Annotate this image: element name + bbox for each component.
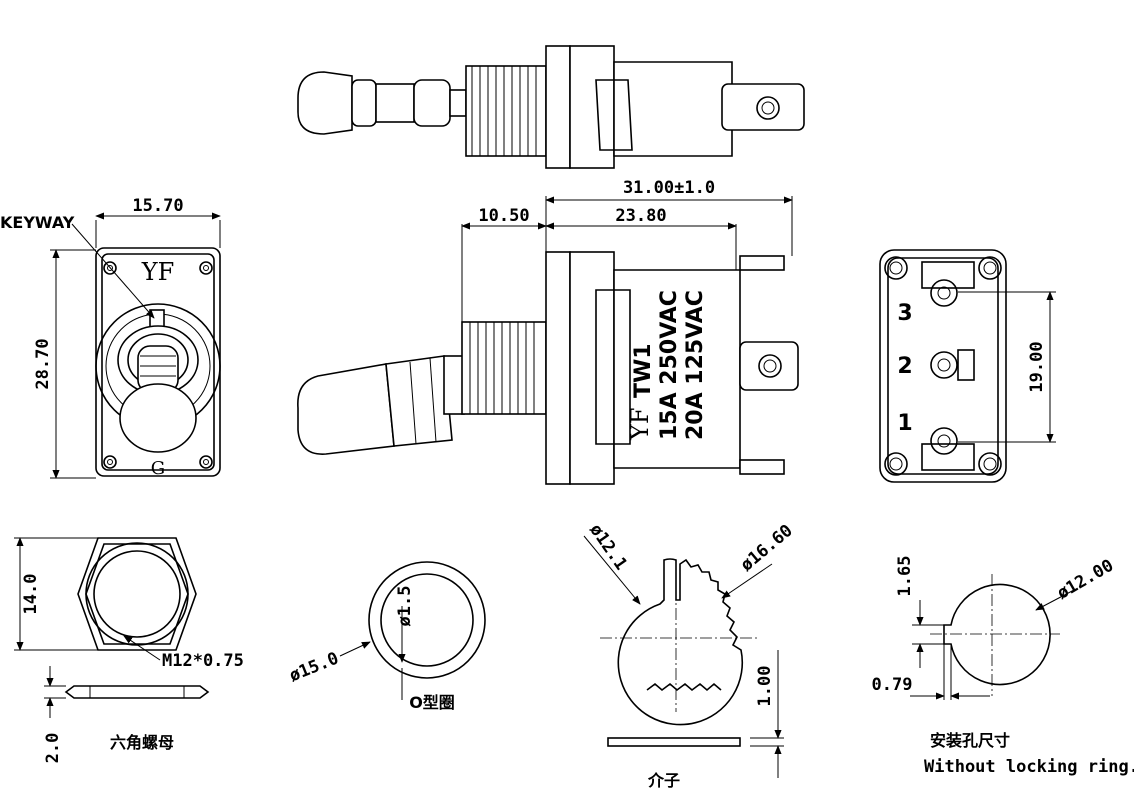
hole-caption: 安装孔尺寸 xyxy=(930,731,1010,750)
top-view xyxy=(297,45,805,169)
side-view-terminal-top xyxy=(739,255,785,271)
hex-nut-side xyxy=(64,685,210,699)
dimension-lines xyxy=(14,196,1075,778)
mounting-hole xyxy=(930,574,1060,696)
hex-nut xyxy=(64,537,210,699)
side-view-housing-front xyxy=(569,251,615,485)
o-ring xyxy=(368,561,486,679)
side-view-lever-tip xyxy=(297,363,395,455)
dim-bushing-length: 10.50 xyxy=(478,206,529,226)
rear-view xyxy=(879,249,1007,483)
hole-note: Without locking ring. xyxy=(924,757,1134,777)
terminal-2-label: 2 xyxy=(897,354,912,379)
dim-thread: M12*0.75 xyxy=(162,651,244,671)
terminal-1-label: 1 xyxy=(897,411,912,436)
side-view-flange xyxy=(545,251,571,485)
dim-body-length: 23.80 xyxy=(615,206,666,226)
hex-nut-front xyxy=(77,537,197,651)
dim-height-front: 28.70 xyxy=(33,338,53,389)
dim-hole-key-width: 0.79 xyxy=(872,675,913,695)
keyway-label: KEYWAY xyxy=(0,213,75,232)
dim-hole-key-depth: 1.65 xyxy=(895,556,915,597)
dim-nut-thickness: 2.0 xyxy=(43,733,63,764)
rating-line-2: 20A 125VAC xyxy=(683,290,708,440)
front-view xyxy=(95,247,221,477)
dim-overall-length: 31.00±1.0 xyxy=(623,178,715,198)
top-view-housing-detail xyxy=(595,79,633,151)
mounting-hole-outline xyxy=(943,583,1051,686)
rear-view-corner-hole xyxy=(884,452,908,476)
side-view xyxy=(297,251,799,485)
washer-body xyxy=(617,558,744,726)
top-view-bushing xyxy=(465,65,547,157)
dim-nut-height: 14.0 xyxy=(21,574,41,615)
front-view-brand: YF xyxy=(141,258,175,286)
top-view-terminal xyxy=(721,83,805,131)
top-view-lever-collar xyxy=(375,83,415,123)
side-view-brand: YF xyxy=(626,408,654,442)
dim-terminal-pitch: 19.00 xyxy=(1027,341,1047,392)
rear-view-corner-hole xyxy=(978,452,1002,476)
washer-side xyxy=(607,737,741,747)
front-view-screw-hole xyxy=(103,261,117,275)
side-view-lever-grip xyxy=(385,355,453,447)
front-view-lever-cap xyxy=(119,383,197,453)
rear-view-corner-hole xyxy=(884,256,908,280)
oring-caption: O型圈 xyxy=(409,693,455,712)
top-view-flange xyxy=(545,45,571,169)
top-view-lever-neck xyxy=(449,89,467,117)
top-view-housing xyxy=(613,61,733,157)
terminal-3-label: 3 xyxy=(897,301,912,326)
terminal-2-pad xyxy=(930,351,958,379)
nut-caption: 六角螺母 xyxy=(110,733,174,752)
washer xyxy=(600,558,760,747)
top-view-thread-lines xyxy=(471,66,537,156)
terminal-3-pad xyxy=(930,279,958,307)
washer-caption: 介子 xyxy=(647,771,680,790)
rear-view-body xyxy=(879,249,1007,483)
dim-hole-diameter: ø12.00 xyxy=(1054,556,1117,604)
terminal-1-pad xyxy=(930,427,958,455)
side-view-thread-lines xyxy=(469,322,535,414)
side-view-marking: YF TW1 15A 250VAC 20A 125VAC xyxy=(626,290,708,441)
o-ring-inner xyxy=(380,573,474,667)
front-view-screw-hole xyxy=(103,455,117,469)
front-view-screw-hole xyxy=(199,261,213,275)
side-view-terminal-mid xyxy=(739,341,799,391)
side-view-terminal-bottom xyxy=(739,459,785,475)
o-ring-outer xyxy=(368,561,486,679)
dim-width-top: 15.70 xyxy=(132,196,183,216)
rating-line-1: 15A 250VAC xyxy=(657,290,682,440)
top-view-lever-grip xyxy=(413,79,451,127)
top-view-lever-shaft xyxy=(351,79,377,127)
ground-mark: G xyxy=(151,458,165,479)
top-view-terminal-hole xyxy=(756,96,780,120)
dim-oring-section: ø1.5 xyxy=(395,586,415,627)
model-label: TW1 xyxy=(631,343,656,398)
dim-oring-outer: ø15.0 xyxy=(287,649,342,687)
side-view-lever-neck xyxy=(443,355,465,415)
dim-washer-thickness: 1.00 xyxy=(755,666,775,707)
side-view-bushing xyxy=(461,321,547,415)
top-view-lever-tip xyxy=(297,71,353,135)
front-view-screw-hole xyxy=(199,455,213,469)
rear-view-corner-hole xyxy=(978,256,1002,280)
